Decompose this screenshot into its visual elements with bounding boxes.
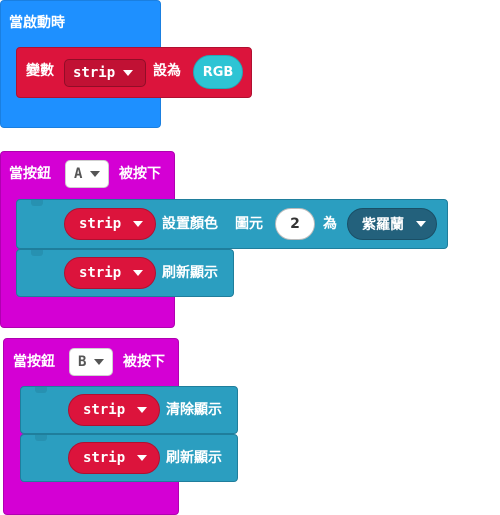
button-a-name: A	[74, 166, 83, 182]
chevron-down-icon	[416, 221, 426, 227]
button-b-name: B	[78, 354, 87, 370]
set-to-label: 設為	[153, 63, 181, 79]
button-b-suffix-label: 被按下	[123, 354, 165, 370]
button-a-prefix-label: 當按鈕	[9, 166, 51, 182]
connector-notch	[31, 200, 43, 206]
strip-variable-name: strip	[83, 402, 126, 418]
chevron-down-icon	[123, 70, 134, 76]
strip-variable-pill[interactable]: strip	[68, 394, 161, 426]
set-variable-label: 變數	[26, 63, 54, 79]
chevron-down-icon	[137, 407, 148, 413]
set-pixel-color-label: 設置顏色	[162, 216, 218, 232]
pixel-label: 圖元	[235, 216, 263, 232]
color-value: 紫羅蘭	[362, 217, 404, 233]
strip-variable-name: strip	[79, 265, 122, 281]
connector-notch	[31, 250, 43, 256]
strip-variable-name: strip	[83, 450, 126, 466]
strip-variable-pill[interactable]: strip	[68, 442, 161, 474]
connector-notch	[35, 387, 47, 393]
button-b-dropdown[interactable]: B	[69, 348, 113, 376]
button-a-dropdown[interactable]: A	[65, 160, 109, 188]
rgb-value: RGB	[202, 64, 234, 80]
chevron-down-icon	[90, 171, 101, 177]
pixel-index-input[interactable]: 2	[275, 208, 315, 240]
clear-label: 清除顯示	[166, 402, 222, 418]
chevron-down-icon	[133, 221, 144, 227]
button-b-prefix-label: 當按鈕	[13, 354, 55, 370]
strip-variable-pill[interactable]: strip	[64, 257, 157, 289]
chevron-down-icon	[94, 359, 105, 365]
set-pixel-color-block[interactable]: strip 設置顏色 圖元 2 為 紫羅蘭	[16, 199, 448, 249]
show-label: 刷新顯示	[166, 450, 222, 466]
strip-variable-name: strip	[79, 216, 122, 232]
clear-block-b[interactable]: strip 清除顯示	[20, 386, 238, 434]
chevron-down-icon	[137, 455, 148, 461]
button-a-suffix-label: 被按下	[119, 166, 161, 182]
show-block-a[interactable]: strip 刷新顯示	[16, 249, 234, 297]
variable-name: strip	[73, 65, 116, 81]
pixel-index-value: 2	[290, 216, 300, 232]
show-label: 刷新顯示	[162, 265, 218, 281]
chevron-down-icon	[133, 270, 144, 276]
set-variable-block[interactable]: 變數 strip 設為 RGB	[16, 47, 252, 98]
variable-dropdown[interactable]: strip	[64, 59, 146, 87]
connector-notch	[35, 435, 47, 441]
strip-variable-pill[interactable]: strip	[64, 208, 157, 240]
show-block-b[interactable]: strip 刷新顯示	[20, 434, 238, 482]
as-label: 為	[323, 216, 337, 232]
rgb-value-block[interactable]: RGB	[193, 55, 243, 89]
color-dropdown[interactable]: 紫羅蘭	[347, 208, 437, 240]
on-start-label: 當啟動時	[9, 15, 65, 31]
